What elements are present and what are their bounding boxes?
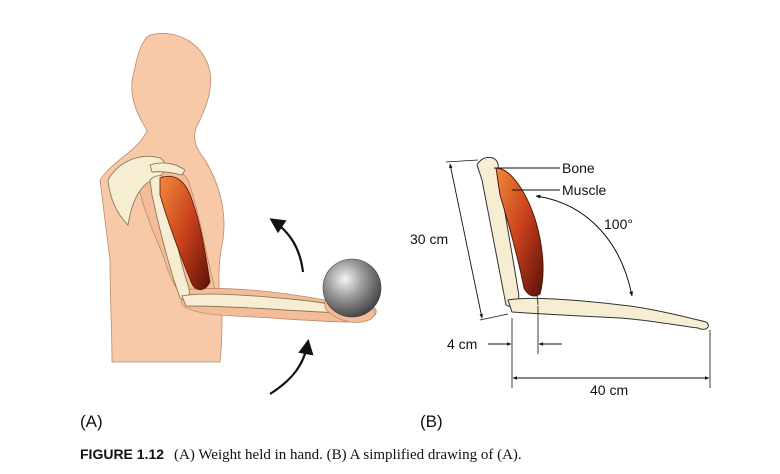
motion-arrow-down <box>269 338 314 395</box>
diagram-forearm <box>507 297 709 330</box>
muscle-offset-label: 4 cm <box>447 336 477 352</box>
upper-arm-extension-top <box>445 159 479 163</box>
upper-arm-length-label: 30 cm <box>410 231 448 247</box>
caption-text: (A) Weight held in hand. (B) A simplifie… <box>174 447 522 463</box>
clavicle-bone <box>149 162 186 176</box>
panel-a-label: (A) <box>80 412 103 431</box>
panel-b-label: (B) <box>420 412 443 431</box>
diagram-humerus <box>476 156 520 307</box>
panel-a-illustration <box>99 33 382 395</box>
panel-b-diagram: Bone Muscle 100° 30 cm 4 cm 40 cm <box>410 156 711 398</box>
angle-label: 100° <box>604 216 633 232</box>
upper-arm-extension-bottom <box>479 313 509 321</box>
upper-arm-dimension-line <box>449 163 483 319</box>
figure-number: FIGURE 1.12 <box>80 446 165 462</box>
figure-caption: FIGURE 1.12 (A) Weight held in hand. (B) … <box>80 446 522 464</box>
bone-label: Bone <box>562 160 595 176</box>
motion-arrow-up <box>269 218 305 273</box>
angle-arc <box>535 194 634 297</box>
muscle-label: Muscle <box>562 182 607 198</box>
biceps-muscle <box>159 175 211 291</box>
forearm-length-label: 40 cm <box>590 382 628 398</box>
weight-ball <box>322 258 382 318</box>
